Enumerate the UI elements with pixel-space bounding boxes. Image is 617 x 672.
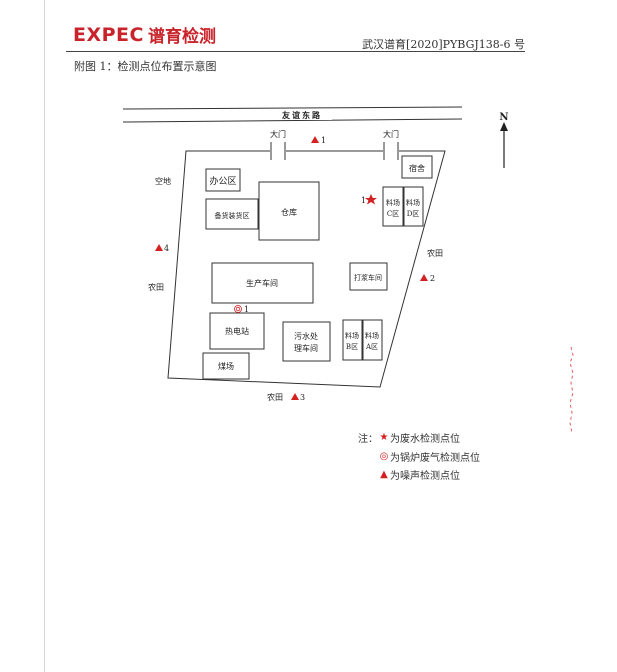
yard-a (362, 319, 383, 361)
boiler-point-1-marker-outer (234, 305, 242, 313)
sewage-workshop (282, 321, 331, 362)
sewage-label-1: 污水处 (294, 331, 318, 341)
dormitory-building (401, 155, 433, 179)
power-station-label: 热电站 (225, 326, 249, 336)
header-divider (66, 51, 525, 52)
legend-row-boiler: ◎ 为锅炉废气检测点位 (378, 449, 480, 464)
office-label: 办公区 (209, 175, 236, 187)
noise-point-2-label: 2 (430, 274, 435, 283)
production-label: 生产车间 (246, 278, 278, 288)
noise-point-3-label: 3 (300, 393, 305, 402)
legend-noise-text: 为噪声检测点位 (390, 471, 460, 482)
noise-point-3-marker (291, 393, 299, 400)
gate-left-label: 大门 (270, 129, 286, 139)
yard-b-label-2: B区 (346, 343, 358, 351)
spare-parts-area (205, 198, 259, 230)
yard-d-label-1: 料场 (406, 198, 420, 207)
yard-b-label-1: 料场 (345, 331, 359, 340)
farmland-south-label: 农田 (267, 392, 283, 402)
noise-point-1-label: 1 (321, 136, 326, 145)
gate-right-label: 大门 (383, 129, 399, 139)
sewage-label-2: 理车间 (294, 343, 318, 353)
company-logo: EXPEC 谱育检测 (73, 22, 216, 48)
north-arrow-head (500, 122, 508, 131)
scan-seal-edge (569, 346, 574, 434)
report-number: 武汉谱育[2020]PYBGJ138-6 号 (362, 38, 525, 51)
noise-point-4-marker (155, 244, 163, 251)
vacant-land-label: 空地 (155, 176, 171, 186)
warehouse-building (258, 181, 320, 241)
yard-a-label-2: A区 (365, 343, 378, 351)
noise-point-1-marker (311, 136, 319, 143)
yard-c-label-2: C区 (387, 210, 399, 218)
office-building (205, 168, 241, 192)
triangle-icon: ▲ (380, 469, 388, 480)
yard-c-label-1: 料场 (386, 198, 400, 207)
warehouse-label: 仓库 (281, 207, 297, 217)
yard-a-label-1: 料场 (365, 331, 379, 340)
logo-chinese: 谱育检测 (147, 27, 216, 47)
boiler-point-1-label: 1 (244, 305, 249, 314)
road-label-bg (272, 109, 332, 120)
wastewater-point-1-label: 1 (361, 196, 366, 205)
north-label: N (499, 112, 508, 123)
double-circle-icon: ◎ (379, 451, 389, 462)
yard-d (403, 186, 424, 227)
noise-point-4-label: 4 (164, 244, 169, 253)
boiler-point-1-marker-inner (235, 306, 241, 312)
legend-row-noise: ▲ 为噪声检测点位 (378, 467, 460, 482)
yard-d-label-2: D区 (407, 210, 420, 218)
pulping-label: 打浆车间 (354, 273, 382, 282)
power-station (209, 312, 265, 350)
legend-boiler-text: 为锅炉废气检测点位 (390, 453, 480, 464)
farmland-west-label: 农田 (148, 282, 164, 292)
gate-left-gap (270, 144, 286, 158)
wastewater-point-1-marker (365, 194, 377, 205)
figure-title: 附图 1：检测点位布置示意图 (74, 60, 217, 73)
logo-english: EXPEC (73, 23, 144, 46)
noise-point-2-marker (420, 274, 428, 281)
spare-parts-label: 备货装货区 (215, 211, 250, 220)
yard-b (342, 319, 363, 361)
site-boundary (167, 150, 446, 388)
road-line-bottom (122, 118, 463, 123)
pulping-workshop (349, 262, 388, 291)
production-workshop (211, 262, 314, 304)
coal-yard (202, 352, 250, 380)
road-name: 友谊东路 (281, 110, 322, 120)
gate-right-gap (383, 144, 399, 158)
coal-yard-label: 煤场 (218, 361, 234, 371)
legend-row-wastewater: 注： ★ 为废水检测点位 (358, 430, 460, 445)
star-icon: ★ (379, 432, 389, 443)
legend-wastewater-text: 为废水检测点位 (390, 434, 460, 445)
yard-c (382, 186, 404, 227)
dormitory-label: 宿舍 (409, 163, 425, 173)
road-line-top (122, 106, 463, 110)
page-edge (44, 0, 45, 672)
legend-note: 注： (358, 434, 378, 445)
farmland-east-label: 农田 (427, 248, 443, 258)
